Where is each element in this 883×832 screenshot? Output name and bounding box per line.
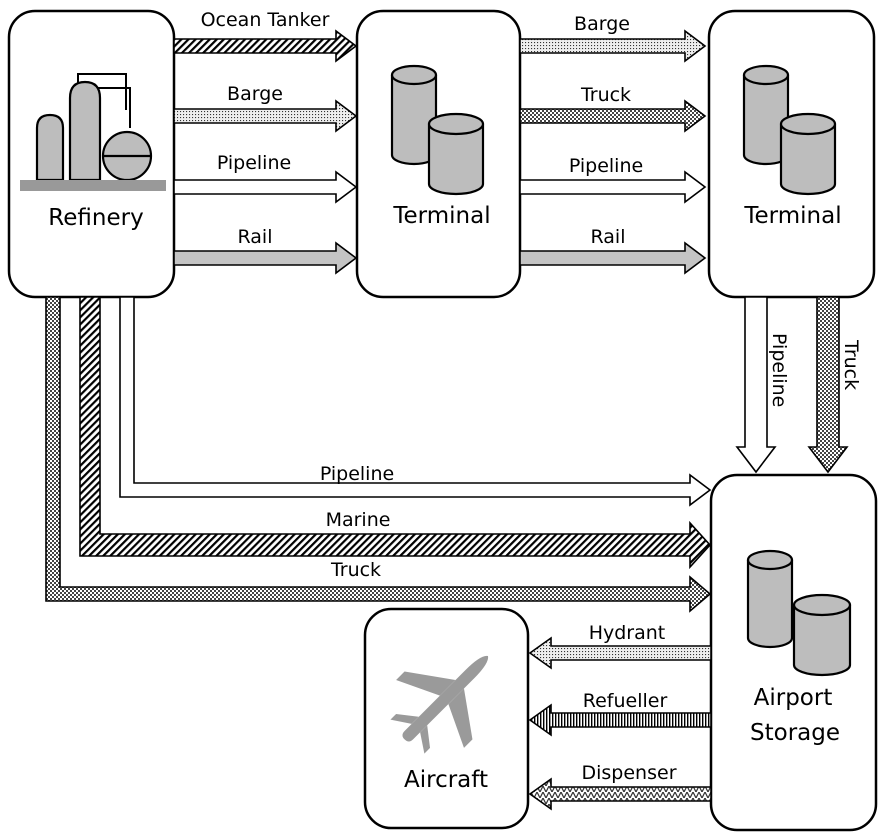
arrow-truck-terminal-airport <box>807 296 849 474</box>
arrow-pipeline-terminal-airport <box>735 296 777 474</box>
arrow-pipeline-refinery-terminal <box>173 170 358 204</box>
airport-storage-label-line1: Airport <box>754 685 833 711</box>
airport-storage-tank-icon <box>746 549 852 677</box>
arrow-truck-terminal-terminal <box>519 99 707 133</box>
refinery-icon <box>20 73 166 191</box>
terminal-2-tank-icon <box>742 64 837 196</box>
arrow-direct-marine <box>79 296 712 570</box>
terminal-1-label: Terminal <box>392 203 490 229</box>
label-barge-terminal-terminal: Barge <box>574 13 630 35</box>
label-pipeline-refinery-terminal: Pipeline <box>217 152 291 174</box>
label-pipeline-terminal-terminal: Pipeline <box>569 155 643 177</box>
label-refueller: Refueller <box>583 690 668 712</box>
aircraft-box <box>363 607 530 830</box>
arrow-ocean-tanker <box>173 29 358 63</box>
label-barge-refinery-terminal: Barge <box>227 83 283 105</box>
label-rail-refinery-terminal: Rail <box>238 226 273 248</box>
arrow-dispenser <box>528 777 712 811</box>
label-truck-terminal-airport: Truck <box>840 339 862 390</box>
label-rail-terminal-terminal: Rail <box>591 226 626 248</box>
terminal-2-label: Terminal <box>743 203 841 229</box>
arrow-barge-terminal-terminal <box>519 29 707 63</box>
arrow-direct-truck <box>45 296 712 613</box>
arrow-rail-refinery-terminal <box>173 241 358 275</box>
arrow-pipeline-terminal-terminal <box>519 170 707 204</box>
terminal-1-tank-icon <box>390 64 485 196</box>
label-ocean-tanker: Ocean Tanker <box>201 9 330 31</box>
airport-storage-label-line2: Storage <box>750 720 840 746</box>
arrow-rail-terminal-terminal <box>519 241 707 275</box>
label-pipeline-terminal-airport: Pipeline <box>768 333 790 407</box>
refinery-label: Refinery <box>48 205 143 231</box>
label-hydrant: Hydrant <box>589 622 666 644</box>
label-direct-marine: Marine <box>326 509 391 531</box>
label-dispenser: Dispenser <box>582 762 677 784</box>
arrow-direct-pipeline <box>119 296 712 507</box>
airplane-icon <box>390 655 489 754</box>
arrow-hydrant <box>528 636 712 670</box>
label-truck-terminal-terminal: Truck <box>580 84 631 106</box>
label-direct-truck: Truck <box>330 559 381 581</box>
aircraft-label: Aircraft <box>404 767 488 793</box>
arrow-barge-refinery-terminal <box>173 99 358 133</box>
label-direct-pipeline: Pipeline <box>320 463 394 485</box>
arrow-refueller <box>528 703 712 737</box>
